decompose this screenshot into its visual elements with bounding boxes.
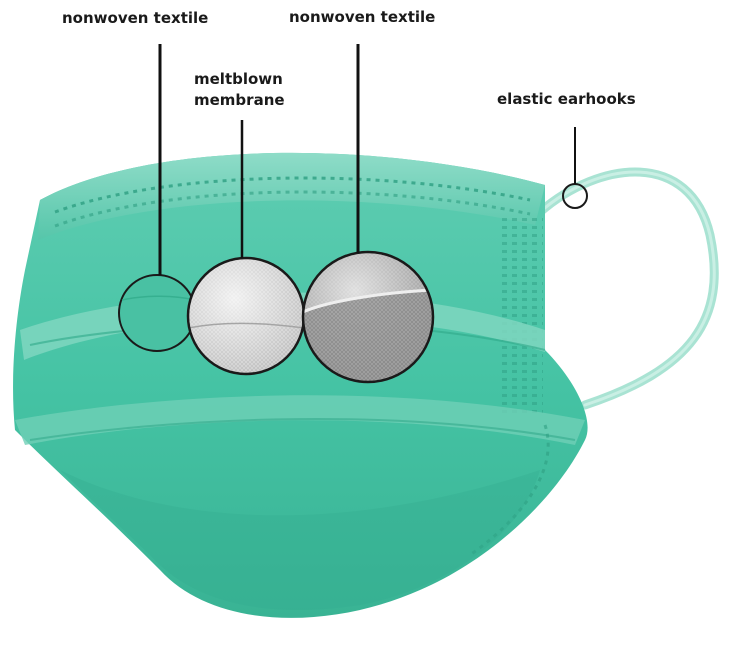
meltblown-layer-magnifier xyxy=(188,258,304,374)
outer-layer-magnifier xyxy=(119,275,195,351)
label-elastic-earhooks: elastic earhooks xyxy=(497,89,636,110)
label-outer-nonwoven: nonwoven textile xyxy=(62,8,208,29)
label-meltblown: meltblown membrane xyxy=(194,69,285,111)
elastic-earhook xyxy=(540,172,714,405)
label-meltblown-line1: meltblown xyxy=(194,69,285,90)
inner-layer-magnifier xyxy=(303,252,433,382)
label-inner-nonwoven: nonwoven textile xyxy=(289,7,435,28)
mask-body xyxy=(13,153,588,618)
label-meltblown-line2: membrane xyxy=(194,90,285,111)
